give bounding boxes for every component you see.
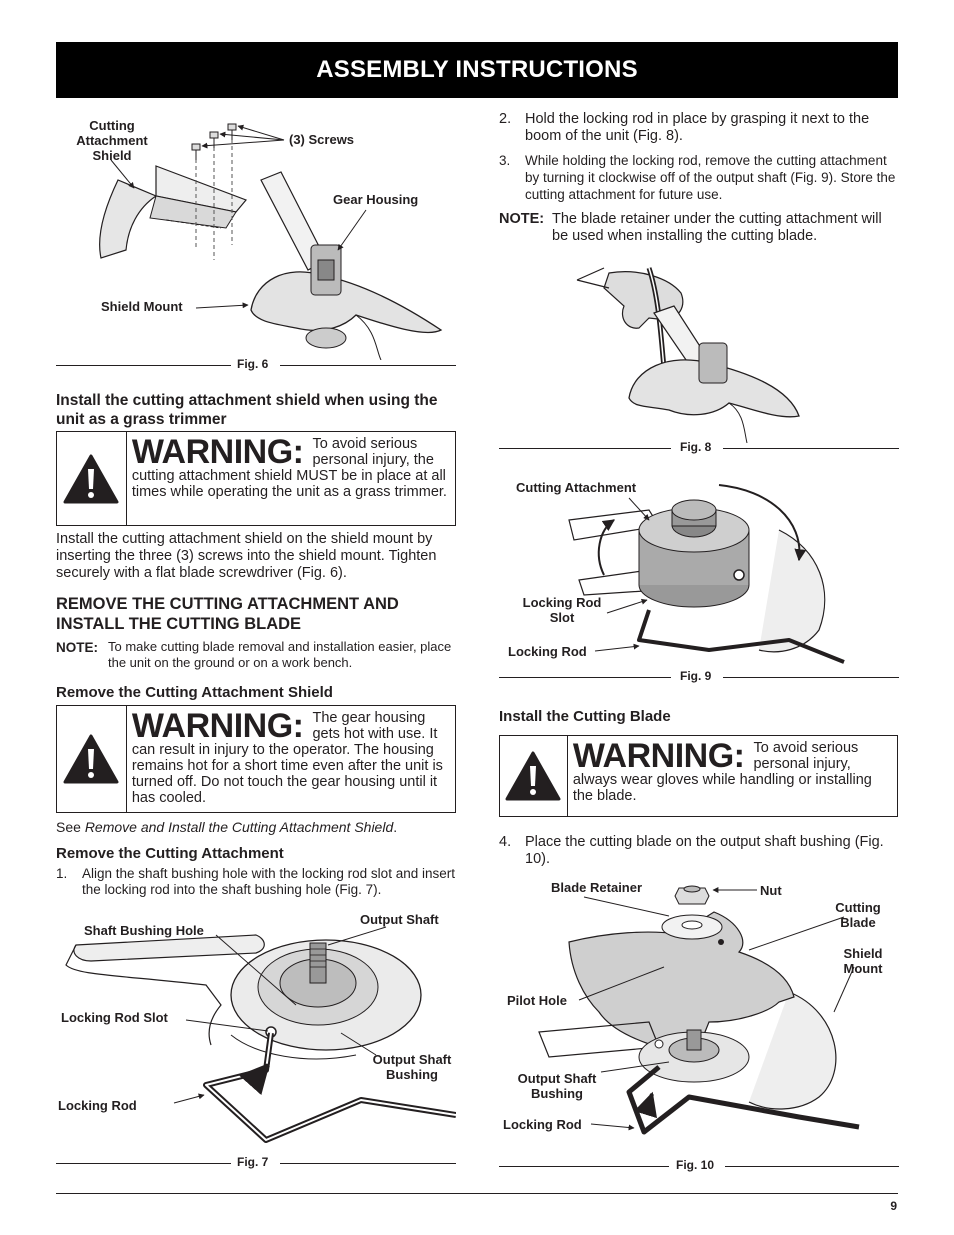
fig9-label-locking-rod: Locking Rod [508, 644, 587, 659]
step-text: While holding the locking rod, remove th… [525, 153, 896, 202]
fig7-label-output-shaft: Output Shaft [360, 912, 439, 927]
fig10-label-output-shaft-bushing: Output Shaft Bushing [517, 1071, 597, 1101]
fig7-label-locking-rod: Locking Rod [58, 1098, 137, 1113]
fig8-illustration [499, 258, 899, 443]
warning-word: WARNING: [131, 707, 304, 745]
step-number: 4. [499, 834, 512, 850]
warning-triangle-icon [63, 734, 119, 784]
page-header: ASSEMBLY INSTRUCTIONS [56, 42, 898, 98]
fig7-label-shaft-bushing-hole: Shaft Bushing Hole [84, 923, 204, 938]
fig10-illustration [499, 872, 899, 1162]
step-number: 1. [56, 866, 68, 881]
warning-icon-cell [500, 736, 568, 816]
fig10-label-cutting-blade: Cutting Blade [835, 900, 881, 930]
see-suffix: . [393, 819, 398, 835]
install-blade-heading: Install the Cutting Blade [499, 708, 671, 725]
step-number: 2. [499, 111, 512, 127]
page-number: 9 [890, 1199, 897, 1213]
fig7-label-locking-rod-slot: Locking Rod Slot [61, 1010, 168, 1025]
step-number: 3. [499, 153, 511, 168]
fig6-label-shield-mount: Shield Mount [101, 299, 183, 314]
see-reference-title: Remove and Install the Cutting Attachmen… [84, 819, 394, 835]
fig7-caption: Fig. 7 [56, 1155, 456, 1171]
fig9-illustration [499, 470, 899, 670]
fig6-caption-text: Fig. 6 [237, 357, 269, 371]
fig8-caption: Fig. 8 [499, 440, 899, 456]
fig7-caption-text: Fig. 7 [237, 1155, 269, 1169]
warning-text-shield: To avoid serious personal injury, the cu… [131, 436, 447, 500]
warning-box-shield: WARNING: To avoid serious personal injur… [56, 431, 456, 526]
fig7-illustration [56, 905, 456, 1155]
warning-triangle-icon [63, 454, 119, 503]
note-label: NOTE: [56, 640, 98, 655]
step-text: Hold the locking rod in place by graspin… [525, 111, 870, 144]
remove-shield-heading: Remove the Cutting Attachment Shield [56, 684, 333, 701]
warning-box-gear-housing: WARNING: The gear housing gets hot with … [56, 705, 456, 813]
warning-word: WARNING: [572, 737, 745, 775]
fig6-label-screws: (3) Screws [289, 132, 355, 147]
remove-section-heading: REMOVE THE CUTTING ATTACHMENT AND INSTAL… [56, 595, 399, 633]
fig10-caption: Fig. 10 [499, 1158, 899, 1174]
warning-icon-cell [57, 432, 127, 525]
fig6-illustration [56, 110, 456, 360]
fig8-caption-text: Fig. 8 [680, 440, 712, 454]
warning-word: WARNING: [131, 433, 304, 471]
see-prefix: See [56, 819, 85, 835]
step-text: Place the cutting blade on the output sh… [525, 834, 884, 867]
fig10-label-shield-mount: Shield Mount [843, 946, 883, 976]
fig10-label-nut: Nut [760, 883, 782, 898]
fig9-label-cutting-attachment: Cutting Attachment [516, 480, 637, 495]
note-label: NOTE: [499, 211, 545, 227]
note-text: The blade retainer under the cutting att… [552, 211, 882, 244]
fig6-caption: Fig. 6 [56, 357, 456, 373]
install-shield-body: Install the cutting attachment shield on… [56, 531, 437, 581]
fig10-label-pilot-hole: Pilot Hole [507, 993, 567, 1008]
fig10-label-locking-rod: Locking Rod [503, 1117, 582, 1132]
fig10-label-blade-retainer: Blade Retainer [551, 880, 643, 895]
fig9-caption: Fig. 9 [499, 669, 899, 685]
warning-text-gear-housing: The gear housing gets hot with use. It c… [131, 710, 443, 806]
warning-triangle-icon [505, 751, 561, 801]
warning-text-blade: To avoid serious personal injury, always… [572, 740, 872, 804]
fig10-caption-text: Fig. 10 [676, 1158, 715, 1172]
install-shield-heading: Install the cutting attachment shield wh… [56, 392, 438, 428]
fig7-label-output-shaft-bushing: Output Shaft Bushing [372, 1052, 452, 1082]
see-reference: See Remove and Install the Cutting Attac… [56, 819, 456, 836]
fig6-label-cutting-attachment-shield: Cutting Attachment Shield [76, 118, 148, 163]
note-text: To make cutting blade removal and instal… [108, 639, 452, 670]
footer-rule [56, 1193, 898, 1194]
warning-icon-cell [57, 706, 127, 812]
fig9-caption-text: Fig. 9 [680, 669, 712, 683]
step-text: Align the shaft bushing hole with the lo… [82, 866, 455, 897]
fig9-label-locking-rod-slot: Locking Rod Slot [522, 595, 602, 625]
page-title: ASSEMBLY INSTRUCTIONS [316, 56, 638, 83]
warning-box-blade: WARNING: To avoid serious personal injur… [499, 735, 898, 817]
remove-attachment-heading: Remove the Cutting Attachment [56, 845, 284, 862]
fig6-label-gear-housing: Gear Housing [333, 192, 419, 207]
